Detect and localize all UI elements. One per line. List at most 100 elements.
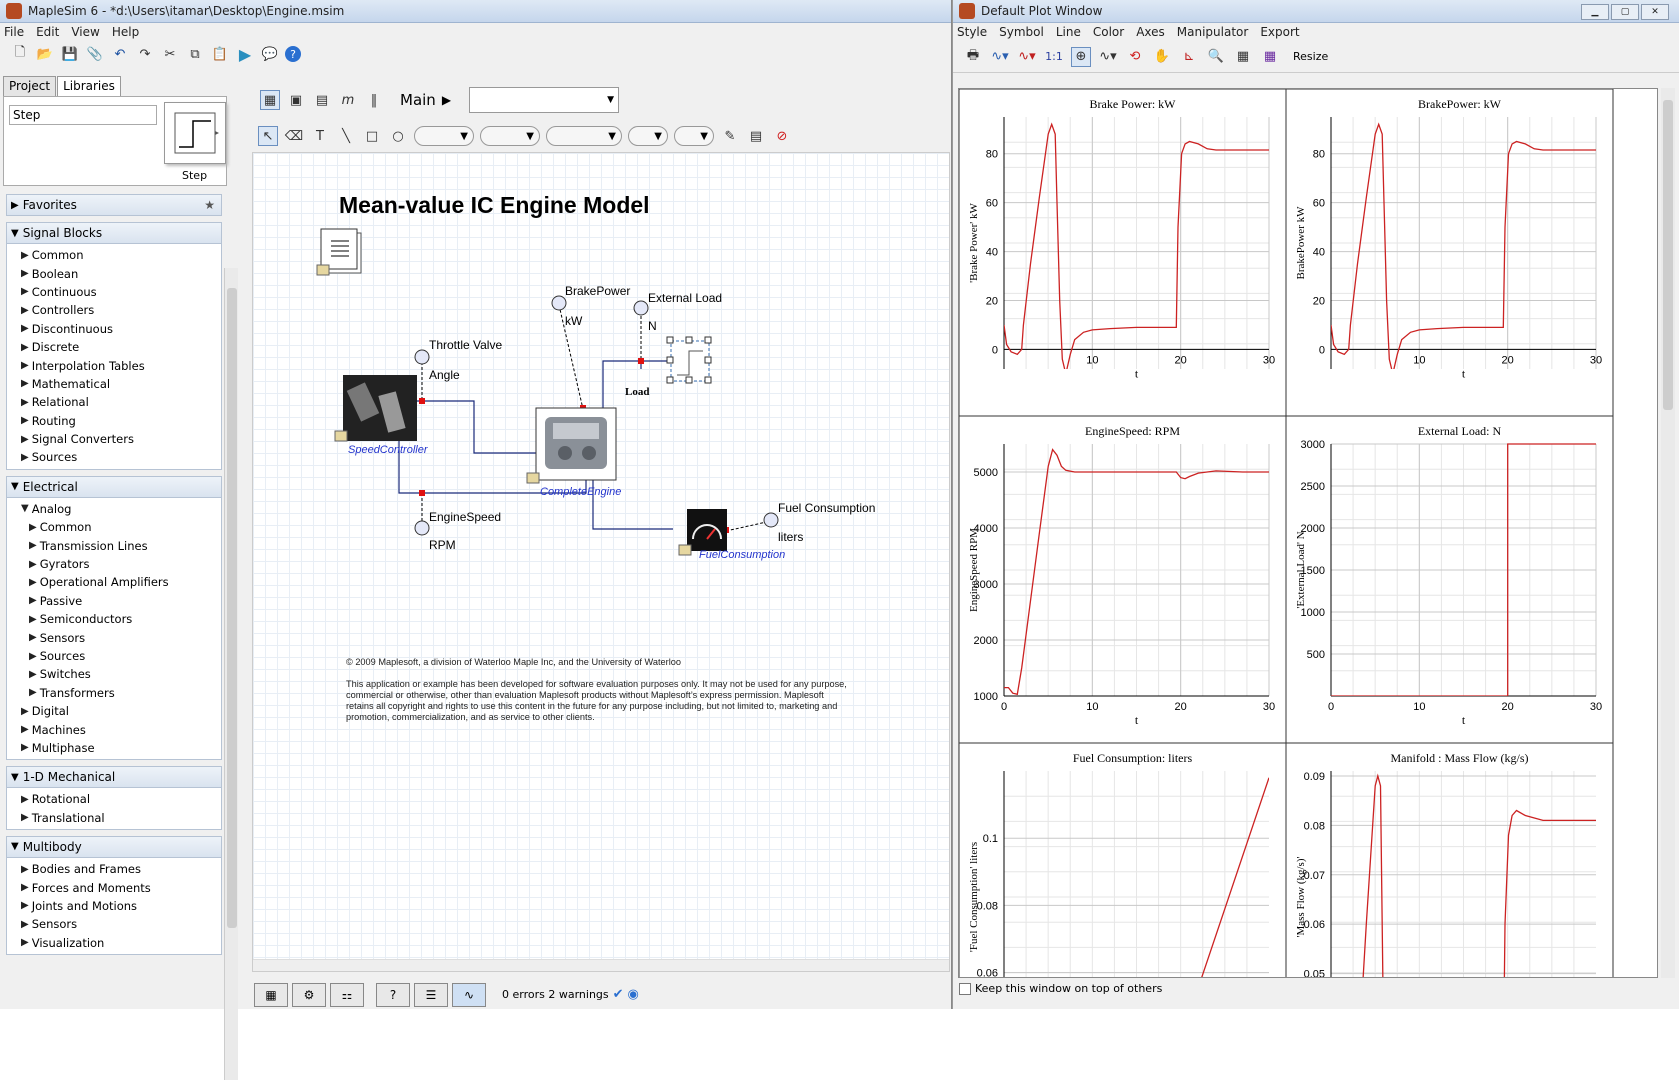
tree-item[interactable]: ▶Gyrators: [7, 555, 221, 573]
tree-item[interactable]: ▶Common: [7, 518, 221, 536]
model-canvas[interactable]: Mean-value IC Engine Model: [252, 152, 950, 972]
series-line[interactable]: [1004, 448, 1269, 696]
step-block-preview[interactable]: [164, 102, 226, 164]
save-icon[interactable]: 💾: [61, 46, 79, 62]
zoom-icon[interactable]: 🔍: [1207, 49, 1225, 64]
block-view-icon[interactable]: ▣: [289, 92, 303, 108]
tree-item[interactable]: ▶Sensors: [7, 628, 221, 646]
fill-color-dropdown[interactable]: ▼: [480, 126, 540, 146]
grid-icon[interactable]: ▦: [1236, 49, 1250, 64]
maximize-icon[interactable]: ▢: [1611, 4, 1639, 20]
tree-item[interactable]: ▶Continuous: [7, 283, 221, 301]
message-icon[interactable]: 💬: [261, 46, 279, 62]
refresh-icon[interactable]: ◉: [627, 987, 639, 1002]
text-tool-icon[interactable]: T: [316, 128, 324, 144]
tree-item[interactable]: ▶Common: [7, 246, 221, 264]
tree-item[interactable]: ▶Routing: [7, 412, 221, 430]
section-multibody[interactable]: ▼Multibody: [6, 835, 222, 858]
tree-item[interactable]: ▶Boolean: [7, 264, 221, 282]
section-1-d-mechanical[interactable]: ▼1-D Mechanical: [6, 766, 222, 789]
copy-icon[interactable]: ⧉: [190, 46, 200, 62]
menu-export[interactable]: Export: [1260, 25, 1300, 39]
series-line[interactable]: [1331, 443, 1596, 696]
tree-item[interactable]: ▶Translational: [7, 809, 221, 827]
resize-button[interactable]: Resize: [1293, 50, 1329, 63]
tree-item[interactable]: ▶Machines: [7, 720, 221, 738]
align-dropdown[interactable]: ▼: [628, 126, 668, 146]
axes-icon[interactable]: ⊾: [1183, 49, 1195, 64]
menu-file[interactable]: File: [4, 25, 25, 39]
series-line[interactable]: [1181, 777, 1269, 978]
tree-item[interactable]: ▶Sensors: [7, 915, 221, 933]
documentation-icon[interactable]: [316, 228, 362, 276]
canvas-hscrollbar[interactable]: [253, 959, 949, 971]
line-tool-icon[interactable]: ╲: [342, 128, 350, 144]
fine-grid-icon[interactable]: ▦: [1263, 49, 1277, 64]
tree-item[interactable]: ▶Mathematical: [7, 375, 221, 393]
tree-item[interactable]: ▶Digital: [7, 702, 221, 720]
plots-scrollbar-thumb[interactable]: [1663, 100, 1673, 410]
library-scrollbar[interactable]: [224, 268, 238, 1080]
tree-item[interactable]: ▶Visualization: [7, 934, 221, 952]
console-button[interactable]: ☰: [414, 982, 448, 1007]
tab-libraries[interactable]: Libraries: [57, 76, 121, 96]
tree-item[interactable]: ▶Transformers: [7, 684, 221, 702]
tree-item[interactable]: ▼Analog: [7, 500, 221, 518]
fuel-consumption-probe[interactable]: [763, 512, 779, 528]
rotate-icon[interactable]: ⟲: [1129, 49, 1141, 64]
tree-item[interactable]: ▶Switches: [7, 665, 221, 683]
tree-item[interactable]: ▶Transmission Lines: [7, 536, 221, 554]
image-view-icon[interactable]: ▤: [315, 92, 329, 108]
series-line[interactable]: [1358, 773, 1597, 978]
line-color-dropdown[interactable]: ▼: [414, 126, 474, 146]
print-icon[interactable]: 🖶: [966, 47, 980, 63]
speed-controller-block[interactable]: [334, 375, 417, 442]
point-probe-icon[interactable]: ⊕: [1071, 46, 1091, 67]
eraser-icon[interactable]: ⌫: [284, 128, 304, 144]
tree-item[interactable]: ▶Interpolation Tables: [7, 356, 221, 374]
tree-item[interactable]: ▶Signal Converters: [7, 430, 221, 448]
tree-item[interactable]: ▶Semiconductors: [7, 610, 221, 628]
pan-icon[interactable]: ✋: [1153, 49, 1171, 64]
hierarchy-button[interactable]: ⚏: [330, 982, 364, 1007]
minimize-icon[interactable]: ▁: [1581, 4, 1609, 20]
breadcrumb-main[interactable]: Main: [400, 91, 436, 109]
tree-item[interactable]: ▶Relational: [7, 393, 221, 411]
load-block[interactable]: [666, 336, 712, 384]
new-file-icon[interactable]: 🗋: [14, 45, 26, 60]
menu-line[interactable]: Line: [1055, 25, 1081, 39]
rectangle-tool-icon[interactable]: □: [365, 128, 379, 144]
menu-view[interactable]: View: [71, 25, 100, 39]
properties-icon[interactable]: ▤: [749, 128, 763, 144]
menu-axes[interactable]: Axes: [1136, 25, 1165, 39]
connector-dropdown[interactable]: ▼: [674, 126, 714, 146]
section-electrical[interactable]: ▼Electrical: [6, 475, 222, 498]
help-icon[interactable]: ?: [285, 46, 301, 62]
keep-on-top-checkbox[interactable]: [959, 982, 971, 995]
tree-item[interactable]: ▶Bodies and Frames: [7, 860, 221, 878]
tree-item[interactable]: ▶Discontinuous: [7, 320, 221, 338]
plot-panel[interactable]: Manifold : Mass Flow (kg/s)0.040.050.060…: [1285, 742, 1614, 978]
subsystem-dropdown[interactable]: ▼: [469, 87, 620, 113]
stop-icon[interactable]: ⊘: [776, 128, 788, 144]
series-line[interactable]: [1331, 122, 1596, 374]
ellipse-tool-icon[interactable]: ○: [392, 128, 404, 144]
equation-view-icon[interactable]: m: [341, 92, 355, 108]
run-simulation-icon[interactable]: ▶: [238, 44, 252, 64]
external-load-probe[interactable]: [633, 300, 649, 316]
diagram-view-icon[interactable]: ▦: [260, 90, 280, 110]
cut-icon[interactable]: ✂: [164, 46, 176, 62]
tree-item[interactable]: ▶Discrete: [7, 338, 221, 356]
line-style-dropdown[interactable]: ▼: [546, 126, 622, 146]
library-search-input[interactable]: [9, 105, 157, 125]
tree-item[interactable]: ▶Rotational: [7, 790, 221, 808]
engine-speed-probe[interactable]: [414, 520, 430, 536]
tab-project[interactable]: Project: [3, 76, 57, 96]
menu-symbol[interactable]: Symbol: [999, 25, 1044, 39]
open-folder-icon[interactable]: 📂: [36, 46, 54, 62]
menu-style[interactable]: Style: [957, 25, 988, 39]
line-color-icon[interactable]: ∿▾: [1018, 49, 1036, 64]
